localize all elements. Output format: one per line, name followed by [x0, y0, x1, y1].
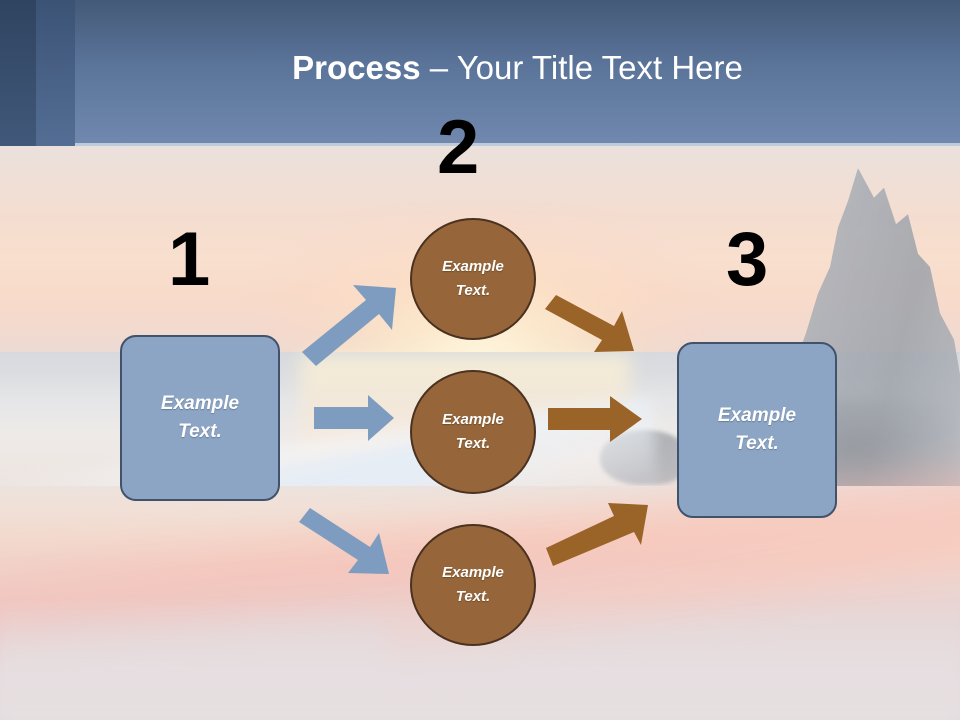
step-number-2: 2	[437, 105, 479, 190]
step-number-1: 1	[168, 217, 210, 302]
brown-arrow-right	[548, 396, 642, 442]
header-background	[75, 0, 960, 146]
box-right-line2: Text.	[735, 433, 779, 454]
blue-arrow-right	[314, 395, 394, 441]
blue-arrow-up-right	[302, 285, 396, 366]
process-circle-middle[interactable]: Example Text.	[410, 370, 536, 494]
circle-middle-line1: Example	[442, 411, 504, 428]
circle-middle-line2: Text.	[455, 435, 491, 452]
circle-bottom-line1: Example	[442, 564, 504, 581]
circle-top-line2: Text.	[455, 282, 491, 299]
circle-bottom-line2: Text.	[455, 588, 491, 605]
box-left-line2: Text.	[178, 421, 222, 442]
box-left-line1: Example	[160, 393, 240, 414]
blue-arrow-down-right	[299, 508, 389, 574]
header-accent-strip-mid	[36, 0, 75, 146]
header-accent-strip-dark	[0, 0, 36, 146]
brown-arrow-down-right	[545, 295, 634, 352]
process-box-input[interactable]: Example Text.	[120, 335, 280, 501]
brown-arrow-up-right	[546, 503, 648, 566]
title-header: Process – Your Title Text Here	[0, 0, 960, 146]
page-title: Process – Your Title Text Here	[75, 48, 960, 88]
circle-top-line1: Example	[442, 258, 504, 275]
title-bold-part: Process	[292, 49, 421, 86]
title-rest-part: – Your Title Text Here	[420, 49, 743, 86]
step-number-3: 3	[726, 217, 768, 302]
process-box-output[interactable]: Example Text.	[677, 342, 837, 518]
header-underline	[75, 143, 960, 146]
box-right-line1: Example	[717, 405, 797, 426]
process-circle-top[interactable]: Example Text.	[410, 218, 536, 340]
process-circle-bottom[interactable]: Example Text.	[410, 524, 536, 646]
